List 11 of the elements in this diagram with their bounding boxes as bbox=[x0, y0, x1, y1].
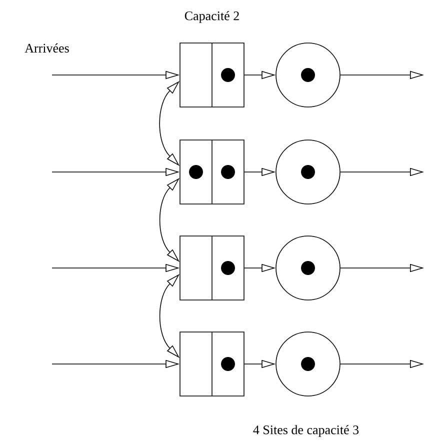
queue-box bbox=[180, 236, 244, 300]
queue-box bbox=[180, 332, 244, 396]
server-circle bbox=[276, 140, 340, 204]
heading-label: Capacité 2 bbox=[184, 11, 239, 23]
caption-label: 4 Sites de capacité 3 bbox=[253, 425, 359, 437]
queue-box bbox=[180, 140, 244, 204]
text-label: Arrivées bbox=[24, 43, 69, 53]
server-circle bbox=[276, 332, 340, 396]
server-circle bbox=[276, 236, 340, 300]
server-circle bbox=[276, 42, 340, 108]
queue-box bbox=[180, 42, 244, 108]
